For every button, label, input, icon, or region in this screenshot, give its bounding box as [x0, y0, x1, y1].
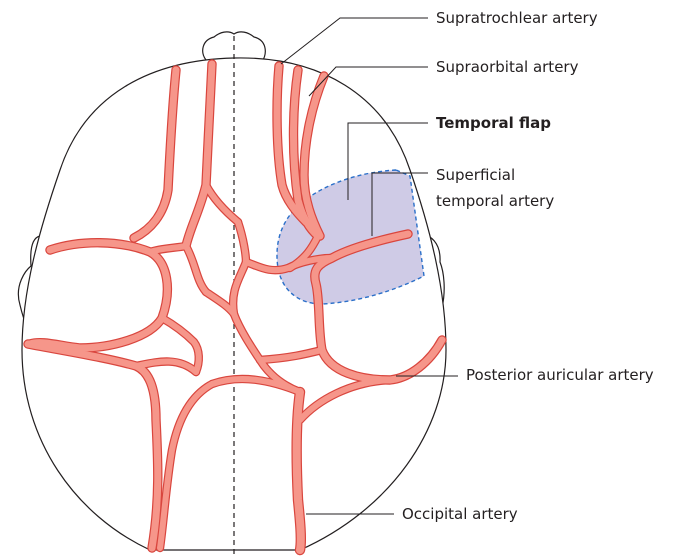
label-occipital-artery: Occipital artery [402, 505, 518, 523]
label-posterior-auricular-artery: Posterior auricular artery [466, 366, 654, 384]
label-superficial-temporal-artery-line2: temporal artery [436, 192, 554, 210]
label-supratrochlear-artery: Supratrochlear artery [436, 9, 598, 27]
label-superficial-temporal-artery-line1: Superficial [436, 166, 515, 184]
label-temporal-flap: Temporal flap [436, 114, 551, 132]
label-supraorbital-artery: Supraorbital artery [436, 58, 579, 76]
